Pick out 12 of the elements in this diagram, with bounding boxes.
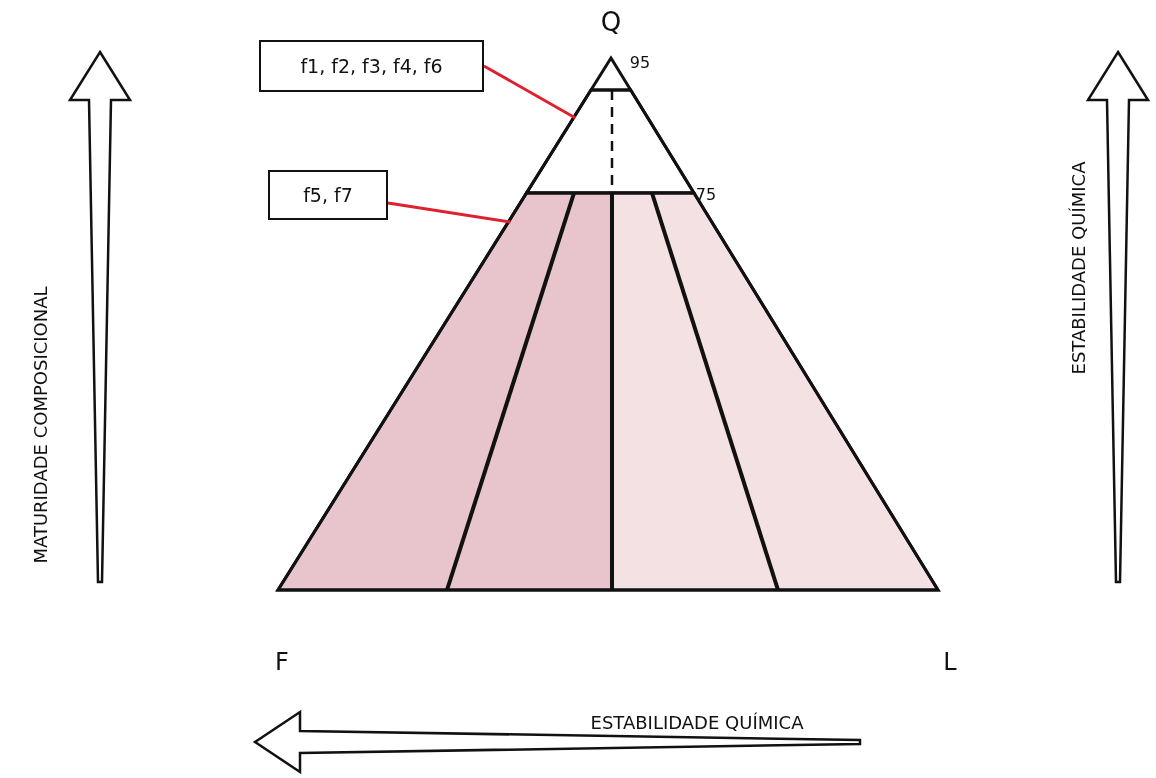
value-label: 75 (695, 184, 717, 204)
leader-line (483, 64, 577, 120)
axis-label: ESTABILIDADE QUÍMICA (1067, 161, 1089, 375)
leader-line (387, 201, 511, 224)
axis-label: ESTABILIDADE QUÍMICA (590, 711, 804, 733)
value-label: 95 (629, 52, 651, 72)
label-box: f5, f7 (268, 170, 388, 220)
vertex-label: Q (600, 7, 622, 37)
axis-label: MATURIDADE COMPOSICIONAL (29, 286, 51, 564)
vertex-label: F (275, 648, 289, 676)
vertex-label: L (943, 648, 957, 676)
label-box: f1, f2, f3, f4, f6 (259, 40, 484, 92)
